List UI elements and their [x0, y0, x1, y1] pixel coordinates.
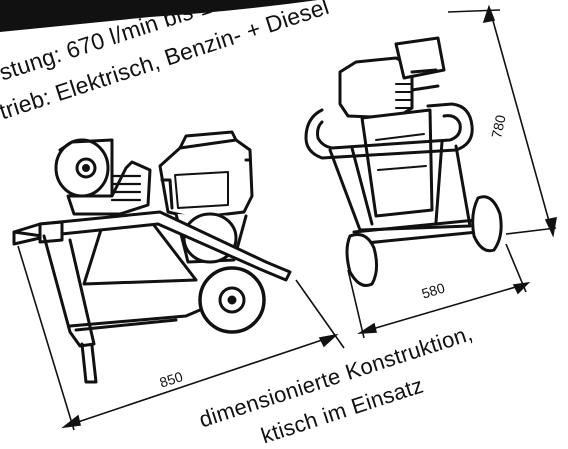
- extension-line-left: [17, 245, 75, 431]
- compressor-front-view-icon: [304, 36, 503, 287]
- dimension-lines: [17, 4, 557, 431]
- brochure-scan: stung: 670 l/min bis 1300 trieb: Elektri…: [0, 0, 557, 448]
- dimension-line-850: [65, 335, 335, 427]
- arrow-580-end: [512, 281, 531, 295]
- drawings: [0, 0, 557, 431]
- dimension-line-780: [489, 9, 553, 233]
- extension-line-780-bottom: [505, 227, 557, 235]
- arrow-780-top: [482, 4, 496, 24]
- dimension-line-580: [361, 283, 527, 333]
- arrow-850-start: [61, 414, 81, 429]
- arrow-850-end: [318, 333, 339, 348]
- compressor-side-view-icon: [12, 130, 292, 384]
- dark-corner-band: [0, 0, 318, 32]
- arrow-580-start: [356, 322, 378, 334]
- extension-line-580-left: [347, 269, 365, 339]
- extension-line-780-top: [447, 9, 501, 13]
- arrow-780-bottom: [544, 216, 557, 238]
- extension-line-right: [295, 279, 345, 349]
